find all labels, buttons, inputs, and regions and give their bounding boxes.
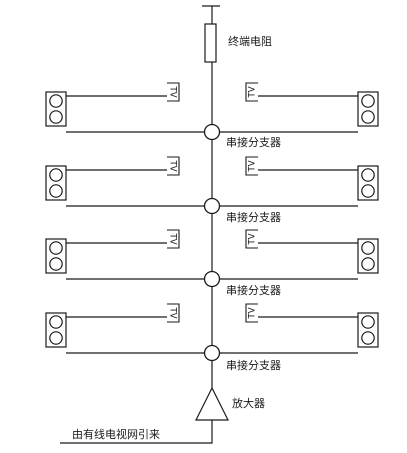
outlet-box-left-4 [45, 312, 67, 348]
tv-outlet-left-1-text: TV [168, 85, 178, 97]
outlet-box-right-1-socket-top [361, 94, 375, 108]
outlet-box-right-2-socket-top [361, 168, 375, 182]
splitter-label-3: 串接分支器 [226, 284, 281, 297]
splitter-node-1 [203, 123, 221, 141]
tv-outlet-right-3-text: TV [248, 233, 258, 245]
tv-outlet-right-3-bracket [245, 229, 258, 249]
splitter-row-4: TV TV [45, 303, 379, 362]
tv-outlet-right-2: TV [245, 156, 258, 176]
outlet-box-left-2-socket-bottom [49, 184, 63, 198]
outlet-box-right-3-socket-bottom [361, 257, 375, 271]
outlet-box-right-1 [357, 91, 379, 127]
tv-outlet-left-2-text: TV [168, 159, 178, 171]
splitter-label-1: 串接分支器 [226, 136, 281, 149]
outlet-box-right-4-socket-top [361, 315, 375, 329]
splitter-row-1: TV TV [45, 82, 379, 141]
splitter-node-4 [203, 344, 221, 362]
tv-outlet-left-4: TV [167, 303, 180, 323]
terminator-label: 终端电阻 [228, 35, 272, 48]
outlet-box-right-4 [357, 312, 379, 348]
outlet-box-right-4-socket-bottom [361, 331, 375, 345]
outlet-box-right-3-socket-top [361, 241, 375, 255]
tv-outlet-right-4-bracket [245, 303, 258, 323]
tv-outlet-left-4-bracket [167, 303, 180, 323]
outlet-box-left-4-socket-top [49, 315, 63, 329]
outlet-box-left-3-socket-bottom [49, 257, 63, 271]
tv-outlet-left-2-bracket [167, 156, 180, 176]
outlet-box-left-3-socket-top [49, 241, 63, 255]
tv-outlet-right-2-text: TV [248, 160, 258, 172]
amplifier-label: 放大器 [232, 397, 265, 410]
splitter-label-2: 串接分支器 [226, 211, 281, 224]
tv-outlet-left-1: TV [167, 82, 180, 102]
incoming-feed-line [60, 420, 213, 444]
source-label: 由有线电视网引来 [72, 428, 160, 441]
amplifier-triangle [195, 386, 229, 421]
tv-outlet-right-1-bracket [245, 82, 258, 102]
splitter-node-2 [203, 197, 221, 215]
outlet-box-left-1-socket-top [49, 94, 63, 108]
tv-outlet-left-3-text: TV [168, 232, 178, 244]
outlet-box-right-1-socket-bottom [361, 110, 375, 124]
tv-outlet-left-2: TV [167, 156, 180, 176]
splitter-row-2: TV TV [45, 156, 379, 215]
tv-outlet-right-1-text: TV [248, 86, 258, 98]
terminator-resistor [204, 23, 217, 63]
tv-outlet-right-3: TV [245, 229, 258, 249]
tv-outlet-right-4-text: TV [248, 307, 258, 319]
tv-outlet-right-4: TV [245, 303, 258, 323]
tv-outlet-left-4-text: TV [168, 306, 178, 318]
outlet-box-right-2 [357, 165, 379, 201]
outlet-box-left-4-socket-bottom [49, 331, 63, 345]
splitter-label-4: 串接分支器 [226, 359, 281, 372]
outlet-box-left-3 [45, 238, 67, 274]
outlet-box-left-2 [45, 165, 67, 201]
outlet-box-left-1 [45, 91, 67, 127]
outlet-box-right-3 [357, 238, 379, 274]
outlet-box-left-1-socket-bottom [49, 110, 63, 124]
tv-outlet-left-1-bracket [167, 82, 180, 102]
tv-outlet-left-3-bracket [167, 229, 180, 249]
tv-outlet-left-3: TV [167, 229, 180, 249]
outlet-box-left-2-socket-top [49, 168, 63, 182]
outlet-box-right-2-socket-bottom [361, 184, 375, 198]
splitter-node-3 [203, 270, 221, 288]
tv-outlet-right-2-bracket [245, 156, 258, 176]
tv-outlet-right-1: TV [245, 82, 258, 102]
splitter-row-3: TV TV [45, 229, 379, 288]
